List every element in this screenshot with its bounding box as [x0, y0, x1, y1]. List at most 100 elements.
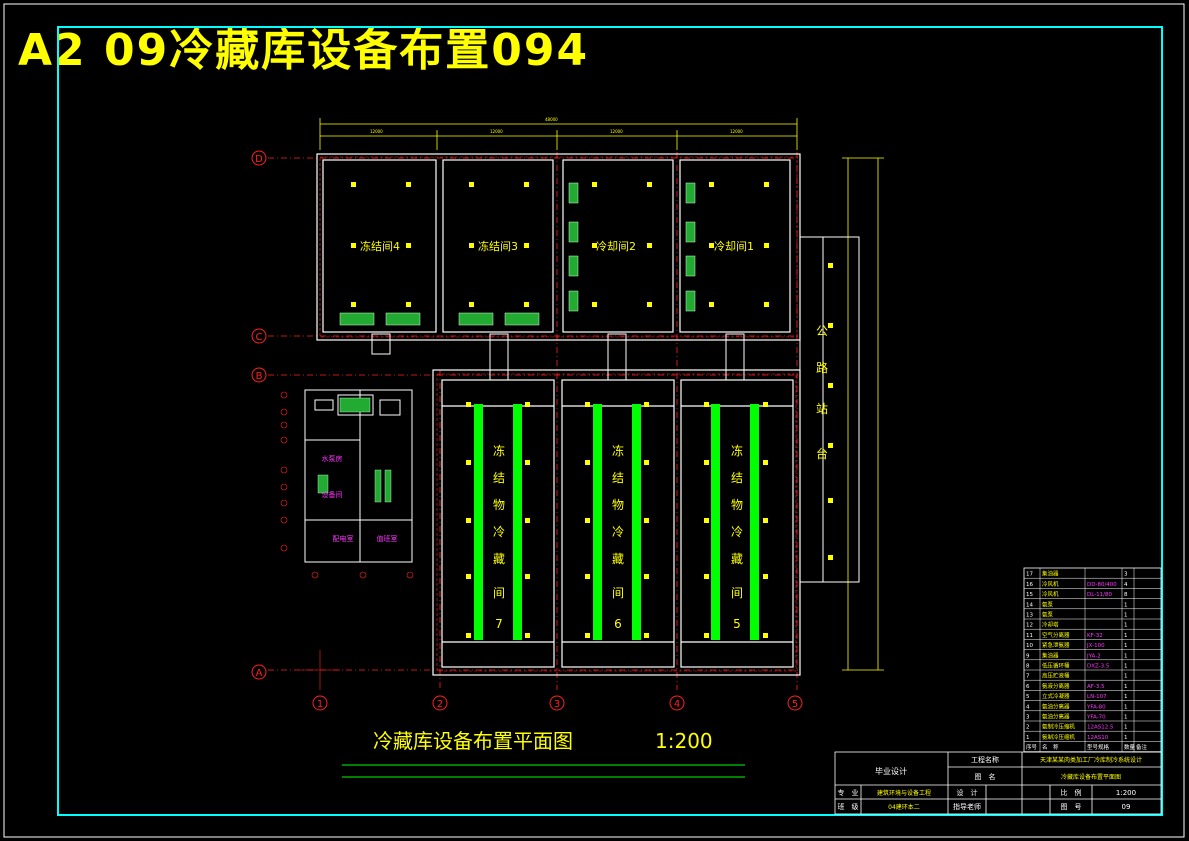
table-cell: 12 [1026, 623, 1033, 629]
title-block-text: 工程名称 天津某某肉类加工厂冷库制冷系统设计 图 名 冷藏库设备布置平面图 毕业… [838, 755, 1143, 811]
store7-char: 7 [495, 617, 503, 631]
table-header-cell: 名 称 [1042, 743, 1059, 751]
platform-char: 站 [816, 402, 828, 416]
table-cell: 1 [1026, 735, 1030, 741]
machine-room3-label: 配电室 [333, 534, 354, 543]
room-label-store5: 冻 结 物 冷 藏 间 5 [731, 443, 743, 631]
design-type: 毕业设计 [875, 766, 907, 776]
table-cell: 17 [1026, 572, 1033, 578]
store5-char: 间 [731, 586, 743, 600]
table-header-cell: 序号 [1026, 743, 1038, 751]
store6-char: 间 [612, 586, 624, 600]
table-cell: 11 [1026, 633, 1033, 639]
axis-label-3: 3 [554, 699, 560, 710]
table-cell: 15 [1026, 592, 1033, 598]
store5-char: 物 [731, 498, 743, 512]
axis-label-D: D [255, 154, 263, 165]
svg-text:12000: 12000 [610, 129, 623, 134]
table-cell: 集油器 [1042, 570, 1059, 578]
table-cell: 1 [1124, 633, 1128, 639]
project-value: 天津某某肉类加工厂冷库制冷系统设计 [1040, 756, 1142, 764]
table-cell: 14 [1026, 602, 1033, 608]
scale-value: 1:200 [1116, 789, 1136, 797]
sheet-label: 图 号 [1061, 803, 1082, 811]
upper-red-insulation [319, 156, 798, 338]
axis-label-4: 4 [674, 699, 680, 710]
table-cell: 3 [1026, 715, 1030, 721]
drawing-label: 图 名 [975, 772, 996, 781]
table-cell: YFA-80 [1086, 704, 1106, 710]
machine-room-axes [280, 391, 414, 579]
table-cell: 1 [1124, 643, 1128, 649]
table-cell: LN-107 [1087, 694, 1107, 700]
corridor-doors [371, 333, 745, 381]
sheet-value: 09 [1122, 803, 1131, 811]
table-cell: 1 [1124, 623, 1128, 629]
axis-cross-A [300, 650, 340, 690]
store5-char: 结 [731, 471, 743, 485]
platform-char: 台 [816, 446, 828, 461]
air-coolers-horizontal [339, 312, 540, 326]
table-header-cell: 备注 [1136, 743, 1148, 751]
store5-char: 冻 [731, 443, 743, 458]
table-cell: 氨液分离器 [1042, 682, 1070, 690]
store7-char: 藏 [493, 552, 505, 566]
axis-label-2: 2 [437, 699, 443, 710]
table-cell: 7 [1026, 674, 1030, 680]
table-cell: 氨油分离器 [1042, 713, 1070, 721]
machine-room-equipment [317, 397, 392, 503]
table-cell: 氨泵 [1042, 611, 1054, 619]
table-cell: DXZ-3.5 [1087, 664, 1110, 670]
store6-char: 6 [614, 617, 622, 631]
table-cell: 1 [1124, 725, 1128, 731]
table-cell: 12AS12.5 [1087, 725, 1114, 731]
class-label: 班 级 [838, 802, 859, 811]
table-header-cell: 型号规格 [1087, 743, 1110, 751]
platform-char: 公 [816, 324, 828, 338]
table-cell: 氨泵 [1042, 600, 1054, 608]
plan-scale: 1:200 [655, 729, 713, 753]
room-label-freeze3: 冻结间3 [478, 239, 518, 253]
air-coolers-vertical [568, 182, 696, 312]
machine-room1-label: 水泵房 [322, 454, 343, 463]
sheet-title: A2 09冷藏库设备布置094 [18, 25, 590, 76]
table-cell: AF-3.5 [1087, 684, 1105, 690]
table-cell: 13 [1026, 613, 1033, 619]
table-cell: 2 [1026, 725, 1030, 731]
major-label: 专 业 [838, 788, 859, 797]
table-cell: 1 [1124, 704, 1128, 710]
store7-char: 冻 [493, 443, 505, 458]
inner-border [57, 26, 1163, 816]
table-cell: 16 [1026, 582, 1033, 588]
axis-lines [268, 152, 800, 690]
table-cell: 氨油分离器 [1042, 702, 1070, 710]
table-cell: 4 [1124, 582, 1128, 588]
store6-char: 结 [612, 471, 624, 485]
table-cell: 1 [1124, 735, 1128, 741]
lower-red-insulation [436, 373, 797, 672]
table-cell: 5 [1026, 694, 1030, 700]
room-label-platform: 公 路 站 台 [816, 324, 828, 461]
column-markers [351, 182, 833, 638]
outer-border [3, 3, 1185, 838]
table-header-cell: 数量 [1124, 743, 1136, 751]
table-cell: 1 [1124, 684, 1128, 690]
table-cell: 10 [1026, 643, 1033, 649]
axis-label-A: A [256, 668, 263, 679]
store5-char: 5 [733, 617, 741, 631]
table-cell: 集油器 [1042, 651, 1059, 659]
table-cell: JYA-2 [1086, 653, 1101, 659]
table-cell: 1 [1124, 602, 1128, 608]
advisor-label: 指导老师 [953, 802, 981, 811]
svg-text:12000: 12000 [730, 129, 743, 134]
design-label: 设 计 [957, 788, 978, 797]
store6-char: 冷 [612, 525, 624, 539]
room-label-chill1: 冷却间1 [714, 240, 754, 253]
table-cell: YFA-70 [1086, 715, 1106, 721]
table-cell: 冷却塔 [1042, 621, 1059, 629]
table-cell: 1 [1124, 653, 1128, 659]
table-cell: 1 [1124, 715, 1128, 721]
highway-platform [799, 236, 860, 583]
table-cell: KF-32 [1087, 633, 1103, 639]
